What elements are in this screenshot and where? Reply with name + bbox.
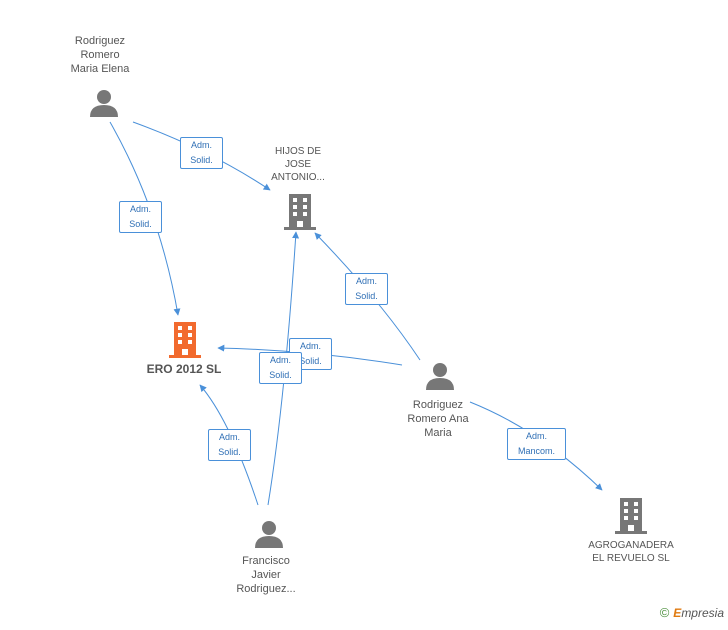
edge-label-maria-elena-ero: Adm.Solid. [119,201,162,233]
building-icon[interactable] [615,498,647,534]
node-label-ero-2012[interactable]: ERO 2012 SL [146,362,222,376]
person-icon[interactable] [89,88,119,118]
edge-label-francisco-ero: Adm.Solid. [208,429,251,461]
building-icon[interactable] [284,194,316,230]
edge-label-ana-maria-hijos: Adm.Solid. [345,273,388,305]
node-label-hijos-de-jose[interactable]: HIJOS DE JOSE ANTONIO... [271,146,325,183]
edge-label-maria-elena-hijos: Adm.Solid. [180,137,223,169]
person-icon[interactable] [254,519,284,549]
node-label-rodriguez-maria-elena[interactable]: Rodriguez Romero Maria Elena [70,35,130,75]
copyright-icon: © [659,605,670,620]
person-icon[interactable] [425,361,455,391]
building-focus-icon[interactable] [169,322,201,358]
edge-label-francisco-hijos: Adm.Solid. [259,352,302,384]
edge-label-ana-maria-agroganadera: Adm.Mancom. [507,428,566,460]
edge-francisco-to-hijos [267,231,300,506]
node-label-rodriguez-ana-maria[interactable]: Rodriguez Romero Ana Maria [407,399,469,439]
node-label-agroganadera[interactable]: AGROGANADERA EL REVUELO SL [588,540,674,564]
node-label-francisco-javier[interactable]: Francisco Javier Rodriguez... [236,555,296,595]
empresia-logo[interactable]: © Empresia [659,605,724,620]
